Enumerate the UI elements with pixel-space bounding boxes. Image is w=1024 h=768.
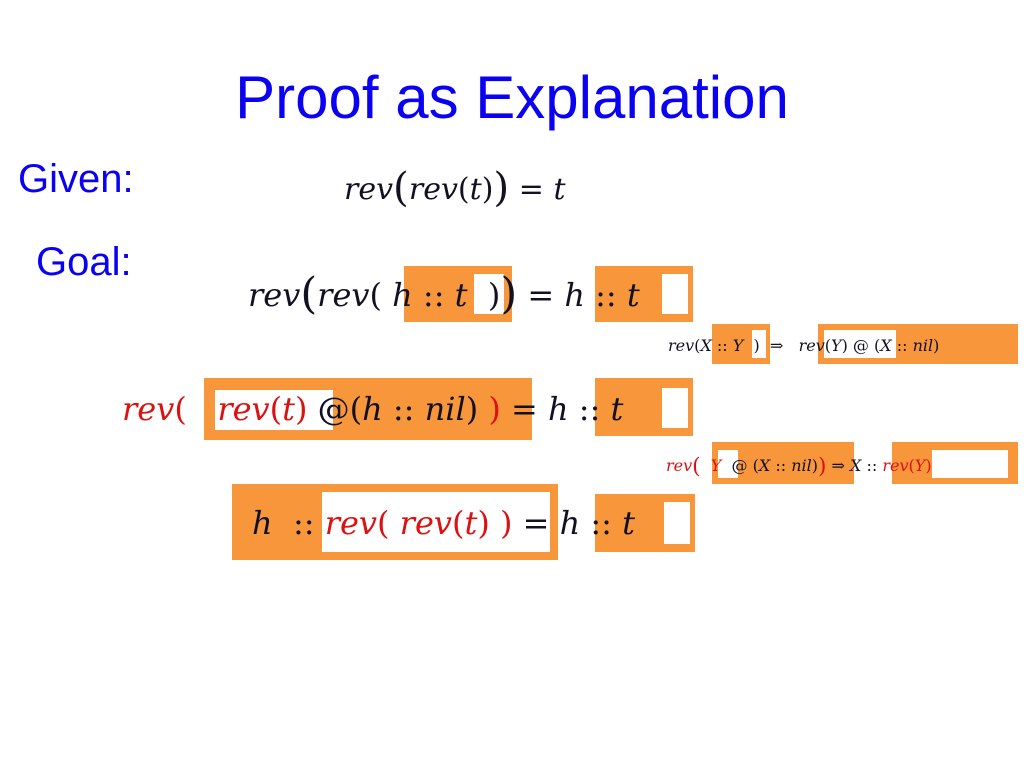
cons-operator: ::: [595, 276, 617, 314]
variable-h: h: [362, 390, 383, 428]
variable-t: t: [282, 390, 295, 428]
variable-h: h: [559, 504, 581, 542]
rev-function: rev: [217, 390, 270, 428]
given-equation: rev(rev(t)) = t: [344, 163, 566, 211]
variable-Y: Y: [831, 336, 842, 355]
nil-constant: nil: [912, 336, 934, 355]
append-operator: @: [317, 390, 350, 428]
step1-rhs-t-box: [662, 388, 688, 428]
cons-operator: ::: [716, 336, 728, 355]
rev-function: rev: [399, 504, 452, 542]
rev-function: rev: [882, 456, 909, 475]
rev-function: rev: [408, 172, 458, 207]
rule2-revy-box: [932, 450, 1008, 478]
step1-equation: rev( rev(t) @(h :: nil) ) = h :: t: [122, 390, 624, 428]
variable-t: t: [464, 504, 478, 542]
variable-t: t: [553, 172, 566, 207]
variable-Y: Y: [732, 336, 744, 355]
rule1-revy-box: [824, 330, 896, 358]
cons-operator: ::: [392, 390, 415, 428]
rev-function: rev: [666, 456, 693, 475]
variable-h: h: [392, 276, 413, 314]
variable-t: t: [469, 172, 482, 207]
goal-t-box: [474, 274, 504, 314]
variable-t: t: [622, 504, 635, 542]
cons-operator: ::: [578, 390, 601, 428]
given-label: Given:: [18, 157, 134, 201]
variable-Y: Y: [710, 456, 722, 475]
append-operator: @: [731, 456, 748, 475]
rev-function: rev: [798, 336, 825, 355]
cons-operator: ::: [775, 456, 787, 475]
variable-X: X: [880, 336, 892, 355]
rule2-y-box: [718, 450, 738, 478]
variable-h: h: [564, 276, 585, 314]
rev-function: rev: [122, 390, 175, 428]
variable-Y: Y: [914, 456, 926, 475]
cons-operator: ::: [896, 336, 908, 355]
rev-function: rev: [324, 504, 377, 542]
rev-function: rev: [668, 336, 695, 355]
rule1-y-box: [752, 330, 766, 358]
step2-rev-box: [322, 492, 550, 552]
variable-X: X: [850, 456, 862, 475]
step2-rhs-t-box: [664, 502, 690, 544]
implies-arrow: ⇒: [769, 336, 784, 355]
variable-h: h: [548, 390, 569, 428]
implies-arrow: ⇒: [831, 456, 845, 475]
nil-constant: nil: [424, 390, 466, 428]
cons-operator: ::: [866, 456, 878, 475]
step2-equation: h :: rev( rev(t) ) = h :: t: [252, 504, 635, 542]
cons-operator: ::: [422, 276, 445, 314]
rev-function: rev: [344, 172, 394, 207]
cons-operator: ::: [292, 504, 315, 542]
goal-label: Goal:: [36, 240, 132, 284]
variable-X: X: [758, 456, 771, 475]
rule2: rev( Y @ (X :: nil)) ⇒ X :: rev(Y): [666, 454, 932, 479]
goal-rhs-t-box: [662, 274, 688, 314]
variable-t: t: [626, 276, 640, 314]
goal-equation: rev(rev( h :: t )) = h :: t: [248, 269, 640, 319]
variable-t: t: [610, 390, 624, 428]
variable-t: t: [454, 276, 468, 314]
nil-constant: nil: [791, 456, 812, 475]
rule1: rev(X :: Y ) ⇒ rev(Y) @ (X :: nil): [668, 336, 940, 355]
cons-operator: ::: [590, 504, 612, 542]
step1-revt-box: [215, 390, 333, 430]
rev-function: rev: [248, 276, 301, 314]
slide-title: Proof as Explanation: [235, 64, 789, 131]
append-operator: @: [852, 336, 869, 355]
variable-X: X: [700, 336, 712, 355]
rev-function: rev: [317, 276, 370, 314]
variable-h: h: [252, 504, 273, 542]
